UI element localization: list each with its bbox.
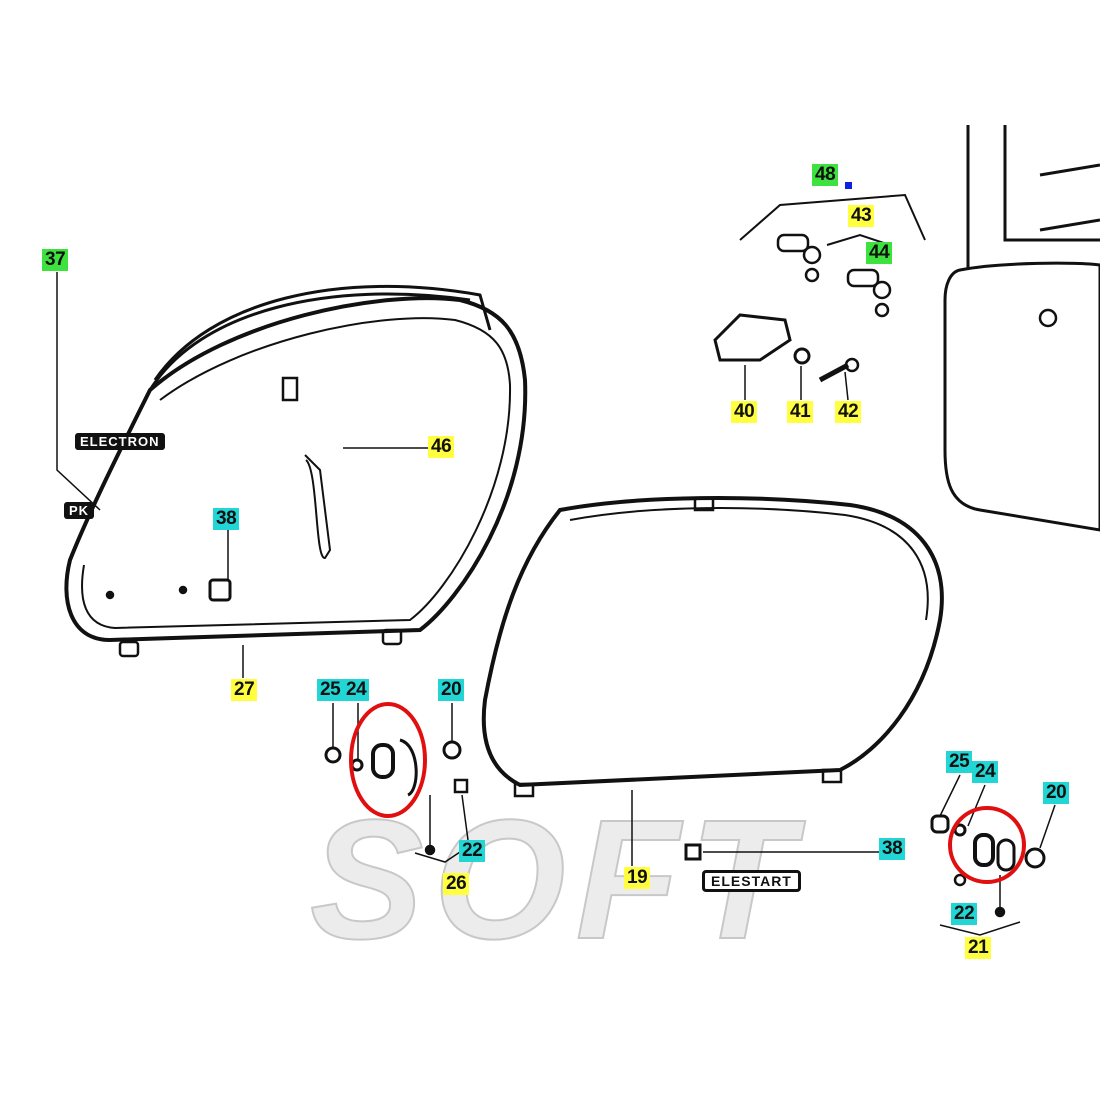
marker-dot — [845, 182, 852, 189]
part-label-25b: 25 — [946, 751, 973, 773]
part-label-48: 48 — [812, 164, 839, 186]
part-label-46: 46 — [428, 436, 455, 458]
part-label-26: 26 — [443, 873, 470, 895]
part-label-27: 27 — [231, 679, 258, 701]
part-label-43: 43 — [848, 205, 875, 227]
part-label-38b: 38 — [879, 838, 906, 860]
part-label-42: 42 — [835, 401, 862, 423]
part-label-22b: 22 — [951, 903, 978, 925]
right-storage-box — [943, 125, 1100, 532]
part-label-41: 41 — [787, 401, 814, 423]
part-label-24: 24 — [343, 679, 370, 701]
fastener-set-21 — [930, 814, 1046, 936]
elestart-badge: ELESTART — [702, 870, 801, 892]
part-label-38: 38 — [213, 508, 240, 530]
part-label-22: 22 — [459, 840, 486, 862]
part-label-40: 40 — [731, 401, 758, 423]
leader-lines — [56, 272, 1056, 866]
part-label-25: 25 — [317, 679, 344, 701]
clip-38 — [684, 843, 702, 861]
electron-badge: ELECTRON — [75, 433, 165, 450]
right-side-panel — [481, 496, 944, 798]
highlight-circle-right — [948, 806, 1026, 884]
part-label-37: 37 — [42, 249, 69, 271]
part-label-24b: 24 — [972, 761, 999, 783]
part-label-21: 21 — [965, 937, 992, 959]
fastener-set-26 — [324, 738, 469, 863]
part-label-20b: 20 — [1043, 782, 1070, 804]
pk-badge: PK — [64, 502, 95, 519]
lock-assembly — [713, 193, 926, 401]
part-label-20: 20 — [438, 679, 465, 701]
highlight-circle-left — [349, 702, 427, 818]
part-label-44: 44 — [866, 242, 893, 264]
left-side-panel — [64, 284, 528, 658]
part-label-19: 19 — [624, 867, 651, 889]
